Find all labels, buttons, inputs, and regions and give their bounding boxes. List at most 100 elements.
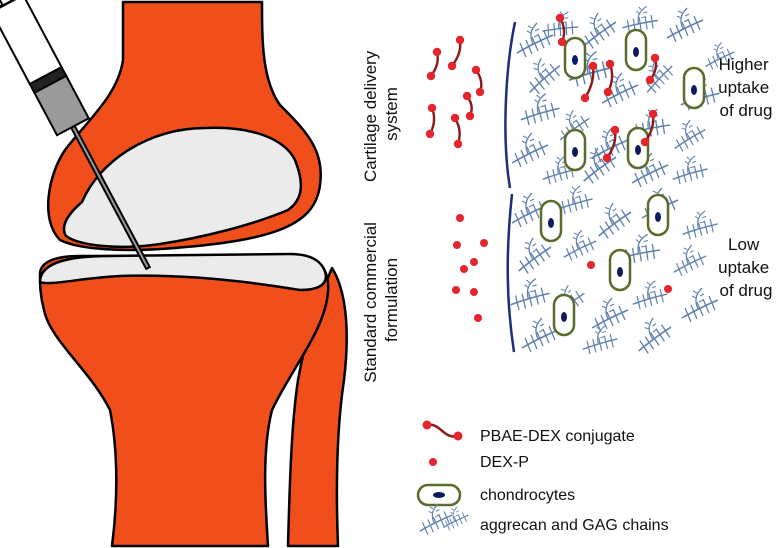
chondrocyte-nucleus bbox=[691, 85, 697, 95]
chondrocyte bbox=[563, 36, 587, 80]
gag-chain bbox=[519, 89, 563, 131]
gag-chain bbox=[681, 287, 719, 323]
gag-chain bbox=[556, 181, 596, 220]
pbae-dex-conjugate bbox=[426, 47, 442, 81]
legend-dexp-icon bbox=[429, 458, 437, 466]
bottom-cartilage-surface bbox=[506, 193, 516, 353]
gag-chain bbox=[631, 276, 671, 315]
chondrocyte-nucleus bbox=[572, 55, 578, 65]
pbae-dex-conjugate bbox=[450, 113, 463, 149]
dex-p-molecule bbox=[460, 265, 468, 273]
legend-gag-icon bbox=[419, 503, 470, 536]
pbae-dex-conjugate bbox=[471, 65, 485, 97]
conjugate-end bbox=[605, 59, 615, 69]
pbae-dex-conjugate bbox=[602, 125, 620, 163]
chondrocyte bbox=[624, 28, 648, 72]
gag-chain bbox=[671, 151, 711, 190]
chondrocyte-nucleus bbox=[655, 212, 661, 222]
chondrocyte bbox=[682, 66, 706, 110]
legend-conjugate-icon bbox=[422, 420, 463, 441]
gag-chain bbox=[521, 317, 559, 353]
conjugate-end bbox=[450, 113, 460, 123]
conjugate-end bbox=[455, 35, 465, 45]
gag-chain bbox=[592, 199, 636, 241]
legend: PBAE-DEX conjugate DEX-P chondrocytes ag… bbox=[416, 420, 669, 536]
conjugate-end bbox=[471, 65, 481, 75]
dex-p-molecule bbox=[456, 214, 464, 222]
top-result-label: Higher uptake of drug bbox=[718, 55, 774, 120]
conjugate-end bbox=[427, 103, 437, 113]
gag-chain bbox=[581, 321, 621, 360]
pbae-dex-conjugate bbox=[425, 103, 437, 139]
dex-p-molecule bbox=[664, 285, 672, 293]
conjugate-end bbox=[603, 87, 613, 97]
pbae-dex-conjugate bbox=[640, 109, 658, 147]
top-cartilage-surface bbox=[504, 21, 517, 189]
chondrocyte-nucleus bbox=[572, 147, 578, 157]
conjugate-end bbox=[453, 139, 463, 149]
gag-chain bbox=[563, 229, 597, 262]
gag-chain bbox=[681, 206, 721, 245]
conjugate-end bbox=[602, 153, 612, 163]
gag-chain bbox=[666, 7, 704, 43]
conjugate-end bbox=[447, 61, 457, 71]
legend-dexp-label: DEX-P bbox=[480, 454, 529, 471]
bottom-panel-label: Standard commercial formulation bbox=[361, 217, 401, 382]
conjugate-end bbox=[426, 71, 436, 81]
pbae-dex-conjugate bbox=[447, 35, 465, 71]
conjugate-end bbox=[580, 93, 590, 103]
chondrocyte-nucleus bbox=[635, 145, 641, 155]
gag-chain bbox=[591, 297, 629, 333]
chondrocyte-nucleus bbox=[633, 47, 639, 57]
conjugate-end bbox=[645, 75, 655, 85]
conjugate-end bbox=[465, 111, 475, 121]
conjugate-end bbox=[462, 91, 472, 101]
legend-conjugate-label: PBAE-DEX conjugate bbox=[480, 428, 635, 445]
tibia bbox=[38, 254, 330, 548]
chondrocyte-nucleus bbox=[548, 218, 554, 228]
knee-joint bbox=[0, 0, 348, 548]
gag-chain bbox=[632, 314, 676, 356]
syringe-icon bbox=[0, 0, 152, 271]
chondrocyte-nucleus bbox=[561, 312, 567, 322]
chondrocyte bbox=[646, 193, 670, 237]
conjugate-end bbox=[475, 87, 485, 97]
dex-p-molecule bbox=[474, 314, 482, 322]
conjugate-end bbox=[557, 37, 567, 47]
pbae-dex-conjugate bbox=[580, 61, 598, 103]
chondrocyte-nucleus bbox=[617, 267, 623, 277]
delivery-panels bbox=[425, 0, 736, 360]
chondrocyte bbox=[563, 128, 587, 172]
gag-chain bbox=[509, 274, 553, 316]
chondrocyte bbox=[626, 126, 650, 170]
dex-p-molecule bbox=[452, 286, 460, 294]
gag-chain bbox=[671, 118, 708, 153]
top-panel-label: Cartilage delivery system bbox=[361, 46, 401, 182]
dex-p-molecule bbox=[470, 288, 478, 296]
bottom-result-label: Low uptake of drug bbox=[718, 235, 774, 300]
tibial-cartilage bbox=[38, 252, 328, 292]
conjugate-end bbox=[650, 53, 660, 63]
dex-p-molecule bbox=[470, 258, 478, 266]
dex-p-molecule bbox=[480, 239, 488, 247]
conjugate-end bbox=[640, 137, 650, 147]
conjugate-end bbox=[610, 125, 620, 135]
conjugate-end bbox=[555, 13, 565, 23]
pbae-dex-conjugate bbox=[603, 59, 615, 97]
gag-chain bbox=[673, 244, 707, 277]
legend-gag-label: aggrecan and GAG chains bbox=[480, 517, 669, 534]
chondrocyte bbox=[608, 248, 632, 292]
legend-chondrocyte-label: chondrocytes bbox=[480, 487, 575, 504]
pbae-dex-conjugate bbox=[645, 53, 660, 85]
chondrocyte bbox=[539, 199, 563, 243]
gag-chain bbox=[511, 132, 549, 168]
legend-chondrocyte-icon bbox=[416, 483, 462, 507]
conjugate-end bbox=[425, 129, 435, 139]
conjugate-end bbox=[648, 109, 658, 119]
dex-p-molecule bbox=[587, 261, 595, 269]
dex-p-molecule bbox=[453, 241, 461, 249]
gag-chain bbox=[521, 53, 567, 98]
conjugate-end bbox=[588, 61, 598, 71]
pbae-dex-conjugate bbox=[462, 91, 475, 121]
